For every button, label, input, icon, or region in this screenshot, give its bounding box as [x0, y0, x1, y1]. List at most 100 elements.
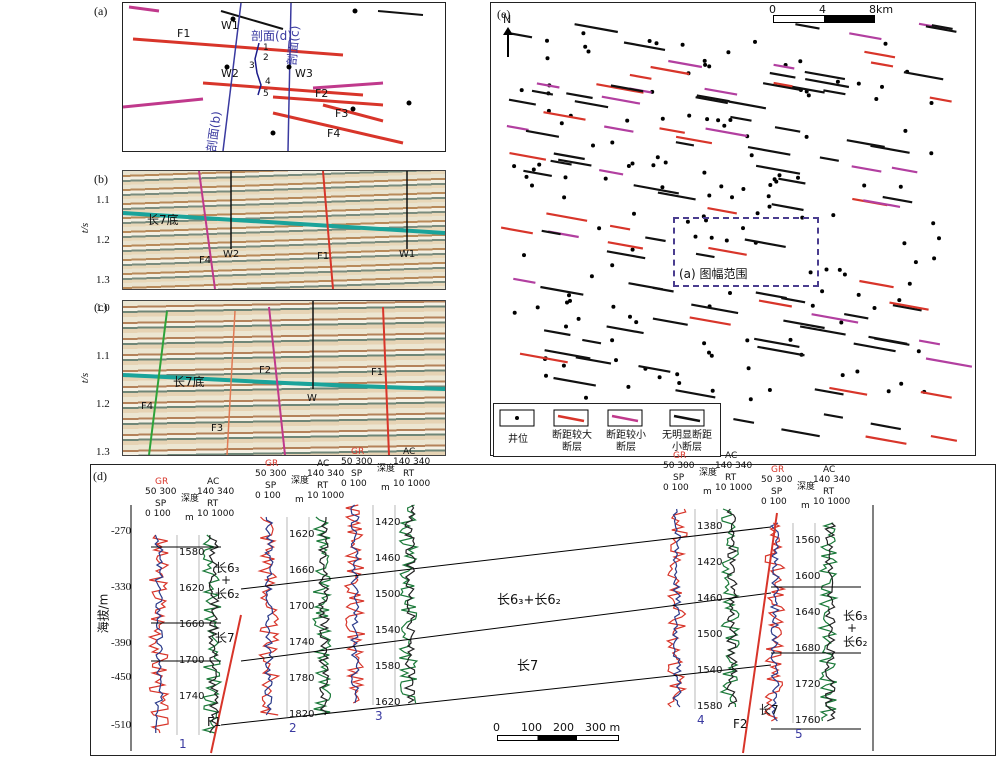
map-well-dot: [702, 170, 707, 175]
corr-line-base: [220, 664, 772, 726]
map-fault-trace: [758, 299, 792, 308]
depth-tick: 1420: [375, 517, 401, 528]
map-fault-trace: [870, 61, 894, 68]
map-well-dot: [562, 195, 567, 200]
depth-tick: 1820: [289, 709, 315, 720]
legend-small-fault: 无明显断距小断层: [662, 430, 712, 453]
well-number-2: 2: [289, 721, 297, 735]
map-well-dot: [741, 226, 745, 231]
fault-f4-label: F4: [327, 127, 341, 140]
horizon-label-b: 长7底: [147, 213, 179, 227]
sp-range: 0 100: [341, 479, 367, 489]
ac-range: 140 340: [197, 487, 235, 497]
well1-unit-c: 长7: [215, 631, 235, 645]
depth-unit: m: [801, 501, 810, 511]
scale-e-4: 4: [819, 3, 826, 16]
sp-header: SP: [155, 499, 167, 509]
well5-unit-a: 长6₃: [843, 609, 868, 623]
rt-curve: [824, 522, 837, 722]
map-well-dot: [705, 117, 710, 122]
north-arrow-icon: [503, 27, 513, 57]
fault-f2-trace: [742, 512, 778, 754]
ac-header: AC: [207, 477, 220, 487]
depth-tick: 1620: [289, 529, 315, 540]
depth-tick: 1700: [179, 655, 205, 666]
map-well-dot: [937, 236, 941, 241]
map-well-dot: [777, 173, 782, 178]
map-well-dot: [886, 389, 891, 394]
panel-c-ylabel: t/s: [79, 372, 92, 384]
sp-header: SP: [265, 481, 277, 491]
gr-range: 50 300: [341, 457, 373, 467]
map-fault-trace: [652, 317, 688, 326]
map-fault-trace: [778, 177, 806, 185]
map-well-dot: [630, 247, 635, 252]
map-fault-trace: [675, 389, 716, 399]
legend-major-fault: 断距较大断层: [552, 430, 592, 453]
map-well-dot: [537, 162, 542, 167]
rt-curve: [317, 516, 331, 716]
ac-curve: [816, 522, 839, 722]
map-well-dot: [626, 384, 631, 389]
sp-header: SP: [673, 473, 685, 483]
scale-bar-d: [497, 735, 619, 741]
map-well-dot: [568, 298, 572, 303]
map-fault-trace: [754, 337, 800, 348]
map-fault-trace: [610, 84, 644, 93]
panel-a-label: (a): [94, 4, 108, 18]
depth-tick: 1720: [795, 679, 821, 690]
map-fault-trace: [865, 435, 907, 445]
map-well-dot: [564, 324, 568, 329]
well-number-5: 5: [795, 727, 803, 741]
map-well-dot: [748, 397, 753, 402]
map-well-dot: [655, 155, 660, 160]
north-arrow-label: N: [503, 13, 512, 26]
map-well-dot: [660, 185, 665, 190]
sp-range: 0 100: [145, 509, 171, 519]
legend-well: 井位: [508, 434, 528, 445]
map-fault-trace: [575, 356, 612, 365]
map-fault-trace: [774, 126, 801, 133]
d-ytick-4: -450: [111, 671, 132, 683]
depth-tick: 1380: [697, 521, 723, 532]
map-well-dot: [916, 349, 921, 354]
map-fault-trace: [695, 96, 728, 105]
depth-tick: 1580: [375, 661, 401, 672]
panel-d-ylabel: 海拔/m: [96, 593, 111, 634]
gr-curve: [257, 516, 281, 716]
map-fault-trace: [536, 82, 560, 89]
rt-range: 10 1000: [715, 483, 753, 493]
map-well-dot: [610, 338, 615, 343]
map-well-dot: [563, 175, 568, 180]
gr-curve: [343, 504, 366, 704]
map-well-dot: [576, 316, 581, 321]
map-fault-trace: [540, 285, 584, 296]
panel-c-ytick-2: 1.1: [96, 350, 110, 362]
map-fault-trace: [929, 96, 952, 103]
gr-curve: [764, 522, 787, 722]
seismic-b-overlay: [123, 171, 445, 289]
map-fault-trace: [851, 165, 882, 173]
extent-box-label: (a) 图幅范围: [679, 265, 748, 282]
rt-header: RT: [725, 473, 737, 483]
point-1: 1: [263, 43, 269, 53]
map-fault-trace: [531, 89, 554, 96]
map-well-dot: [545, 38, 549, 43]
well5-unit-plus: +: [847, 621, 858, 635]
panel-c-ytick-3: 1.2: [96, 398, 110, 410]
map-well-dot: [772, 177, 777, 182]
map-well-dot: [704, 218, 708, 223]
fault-f1-trace: [210, 614, 242, 754]
map-fault-trace: [853, 342, 896, 353]
map-well-dot: [724, 238, 729, 243]
map-fault-trace: [704, 87, 738, 96]
seismic-section-c: 长7底 F4 F3 F2 W F1: [122, 300, 446, 456]
d-ytick-1: -270: [111, 525, 132, 537]
gr-header: GR: [673, 451, 687, 461]
map-fault-trace: [707, 207, 737, 215]
depth-header: 深度: [181, 494, 200, 504]
rt-header: RT: [317, 481, 329, 491]
map-well-dot: [788, 337, 793, 342]
map-fault-trace: [543, 111, 586, 121]
d-ytick-2: -330: [111, 581, 132, 593]
